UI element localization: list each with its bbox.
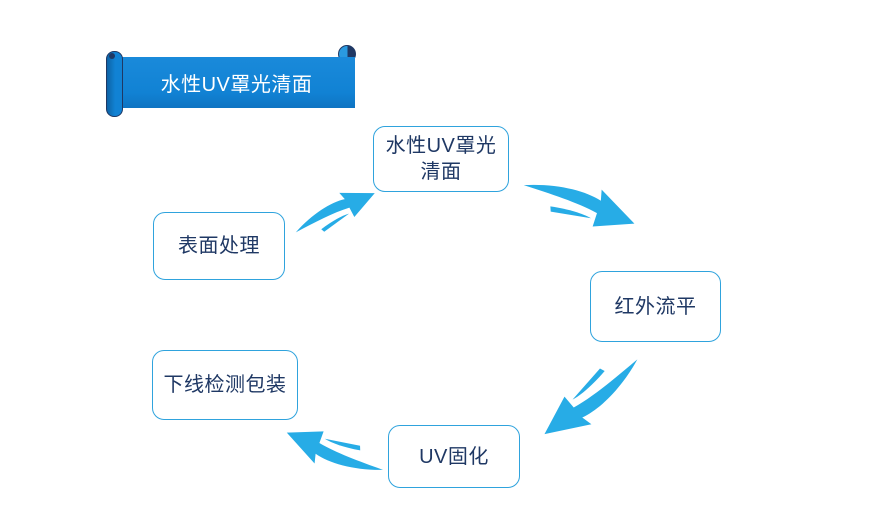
arrow-clearcoat-to-infrared-icon [523, 184, 635, 227]
arrow-surface-to-clearcoat-icon [295, 192, 375, 233]
arrow-uvcuring-to-offline-icon [286, 431, 384, 470]
banner-scroll-dot [109, 53, 115, 59]
flow-node-label: 红外流平 [614, 295, 697, 318]
flow-node-label: 下线检测包装 [163, 374, 287, 396]
banner-rect: 水性UV罩光清面 [118, 57, 355, 108]
flow-node-surface-treatment: 表面处理 [153, 212, 285, 280]
flow-node-label: 水性UV罩光 清面 [385, 135, 497, 183]
banner-scroll-left-roll [106, 51, 123, 117]
flow-node-offline-inspection-packaging: 下线检测包装 [152, 350, 298, 420]
flow-node-uv-curing: UV固化 [388, 425, 520, 488]
banner-title: 水性UV罩光清面 [160, 74, 313, 96]
arrow-infrared-to-uvcuring-icon [544, 359, 638, 435]
flow-node-infrared-leveling: 红外流平 [590, 271, 721, 342]
flow-node-clear-coat: 水性UV罩光 清面 [373, 126, 509, 192]
flow-node-label: UV固化 [419, 445, 489, 468]
flow-node-label: 表面处理 [178, 235, 260, 257]
